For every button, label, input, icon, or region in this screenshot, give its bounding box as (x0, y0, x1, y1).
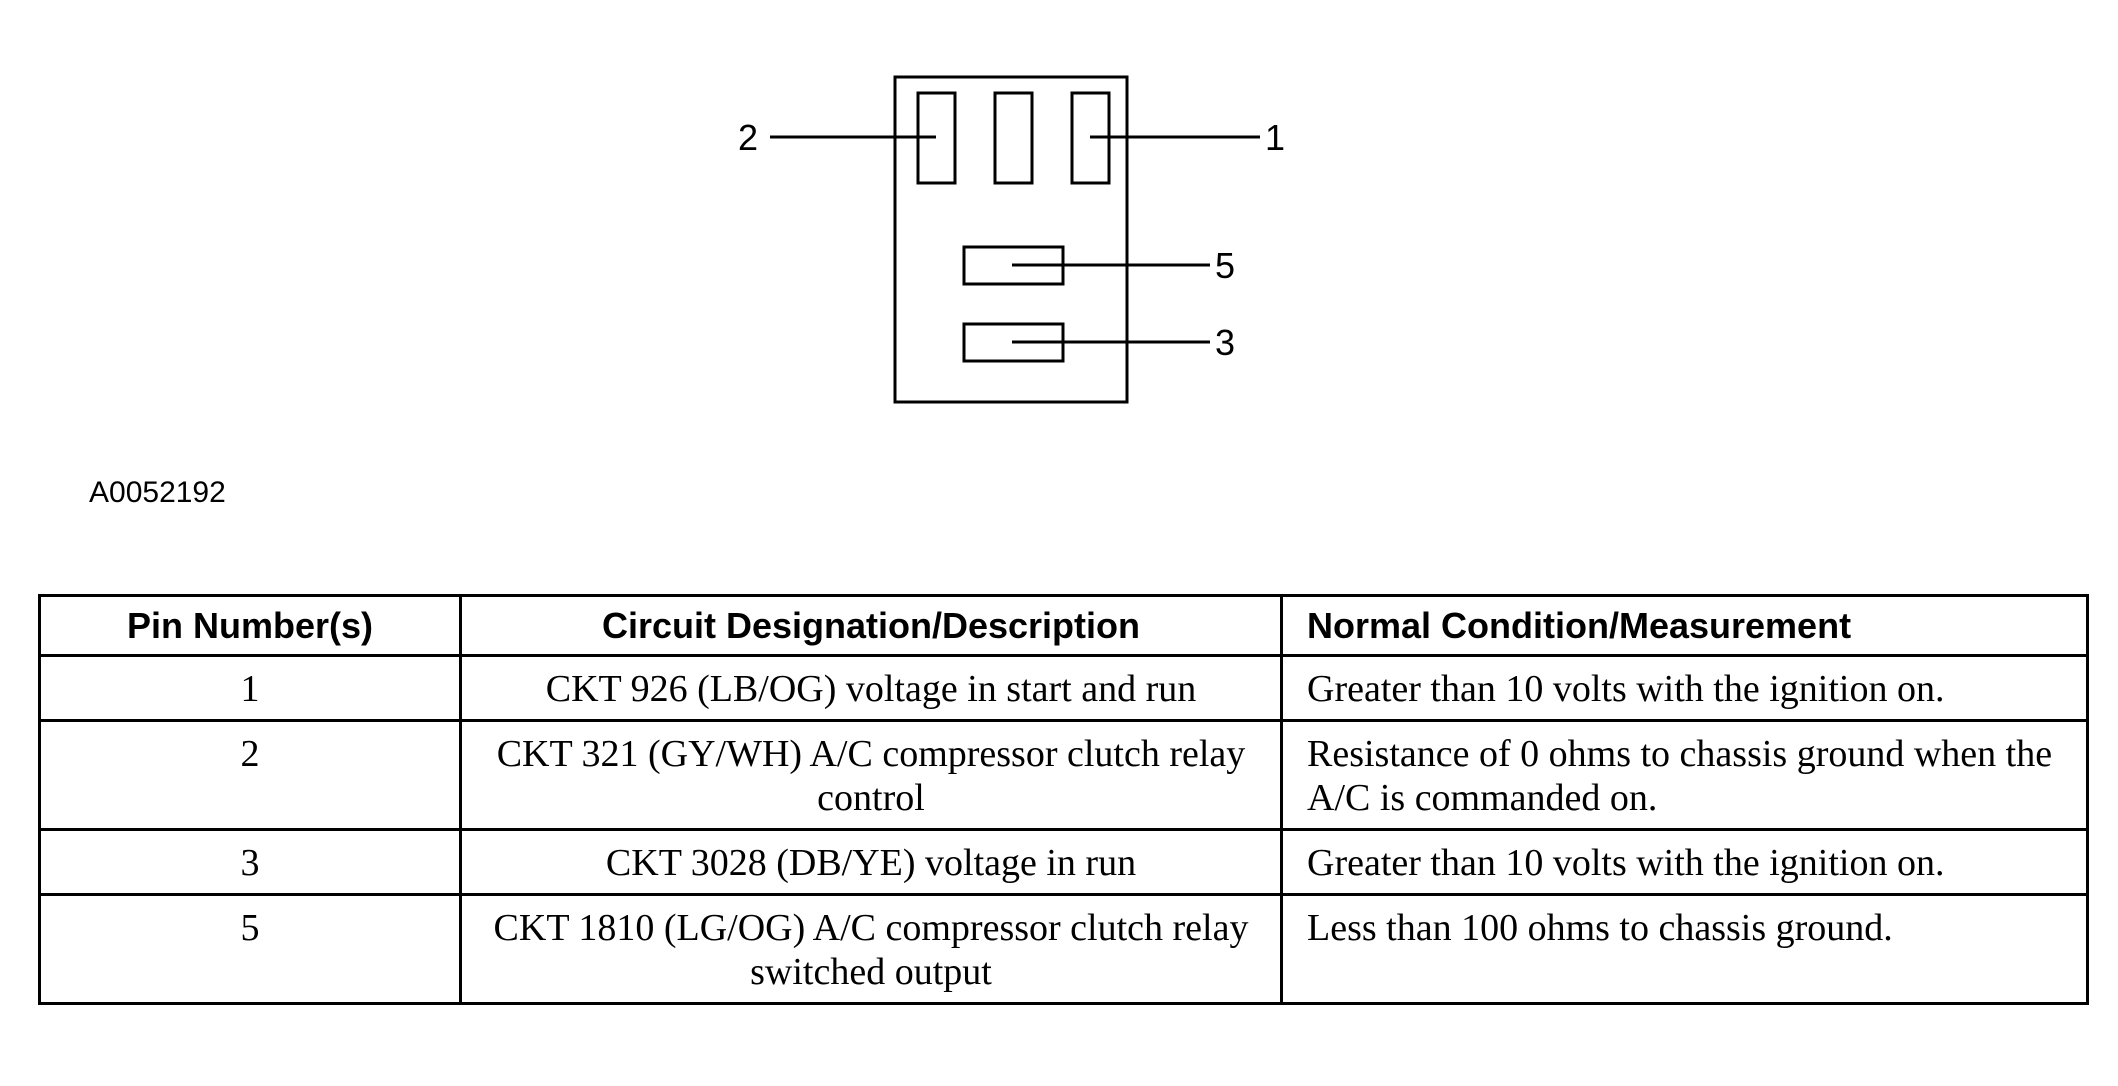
table-row: 3 CKT 3028 (DB/YE) voltage in run Greate… (38, 828, 2089, 896)
cell-pin: 3 (38, 828, 462, 896)
table-header-row: Pin Number(s) Circuit Designation/Descri… (38, 594, 2089, 657)
cell-circuit: CKT 321 (GY/WH) A/C compressor clutch re… (459, 719, 1283, 831)
cell-circuit: CKT 3028 (DB/YE) voltage in run (459, 828, 1283, 896)
figure-id: A0052192 (89, 476, 226, 509)
pin-label-2: 2 (738, 117, 758, 158)
pin-label-3: 3 (1215, 322, 1235, 363)
cell-measurement: Resistance of 0 ohms to chassis ground w… (1280, 719, 2089, 831)
pin-label-5: 5 (1215, 245, 1235, 286)
cell-measurement: Greater than 10 volts with the ignition … (1280, 828, 2089, 896)
terminal-center (993, 91, 1034, 185)
cell-circuit: CKT 926 (LB/OG) voltage in start and run (459, 654, 1283, 722)
header-measurement: Normal Condition/Measurement (1280, 594, 2089, 657)
table-row: 1 CKT 926 (LB/OG) voltage in start and r… (38, 654, 2089, 722)
cell-circuit: CKT 1810 (LG/OG) A/C compressor clutch r… (459, 893, 1283, 1005)
table-row: 5 CKT 1810 (LG/OG) A/C compressor clutch… (38, 893, 2089, 1005)
header-pin-number: Pin Number(s) (38, 594, 462, 657)
connector-diagram: 2 1 5 3 (738, 75, 1285, 404)
cell-measurement: Greater than 10 volts with the ignition … (1280, 654, 2089, 722)
table-row: 2 CKT 321 (GY/WH) A/C compressor clutch … (38, 719, 2089, 831)
cell-pin: 2 (38, 719, 462, 831)
connector-body (893, 75, 1129, 404)
pin-table: Pin Number(s) Circuit Designation/Descri… (38, 594, 2089, 1005)
pin-label-1: 1 (1265, 117, 1285, 158)
cell-measurement: Less than 100 ohms to chassis ground. (1280, 893, 2089, 1005)
cell-pin: 5 (38, 893, 462, 1005)
cell-pin: 1 (38, 654, 462, 722)
header-circuit: Circuit Designation/Description (459, 594, 1283, 657)
